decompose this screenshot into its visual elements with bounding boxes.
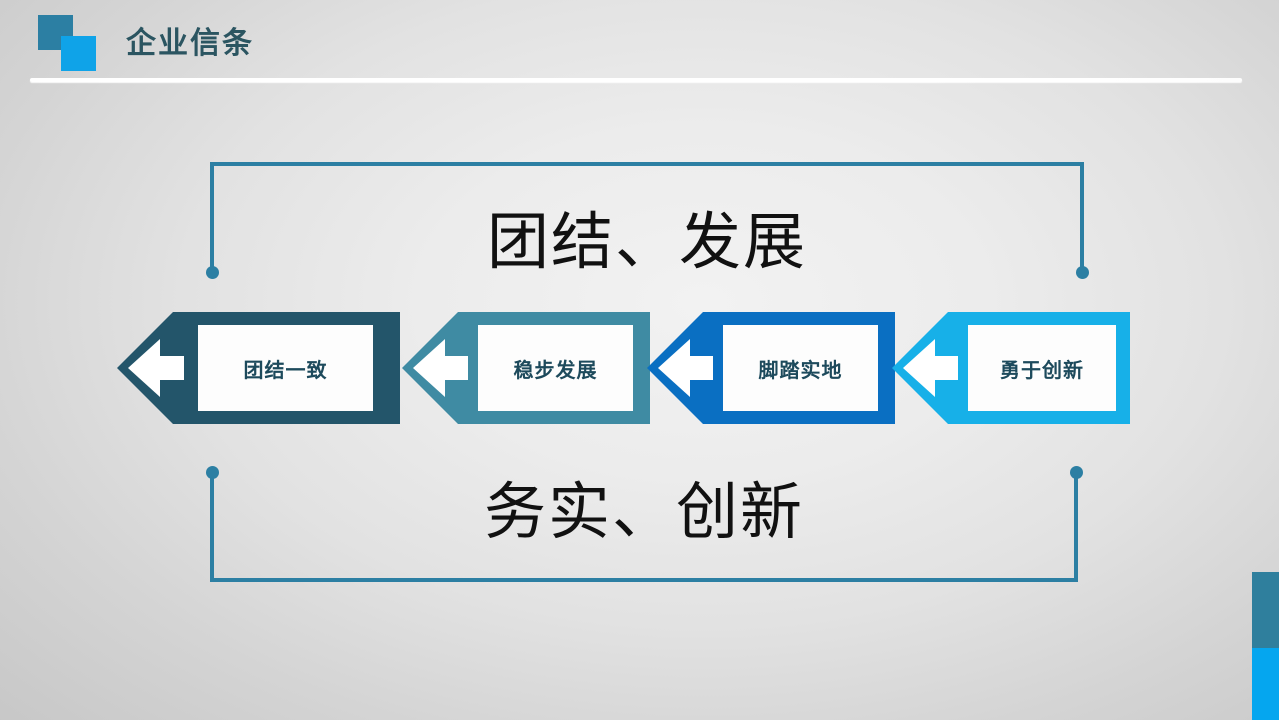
bracket-bottom-horizontal-line xyxy=(210,578,1078,582)
bracket-bottom xyxy=(206,466,1083,582)
slide-header: 企业信条 xyxy=(0,0,1279,92)
header-divider xyxy=(30,78,1242,82)
chain-arrow-2[interactable]: 稳步发展 xyxy=(400,312,650,424)
chain-arrow-1-shape xyxy=(117,312,400,424)
slogan-bottom: 务实、创新 xyxy=(483,475,804,548)
bracket-top-horizontal-line xyxy=(210,162,1084,166)
chain-arrow-4-shape xyxy=(892,312,1130,424)
corner-accent-top-block xyxy=(1252,572,1279,648)
chain-arrow-2-label: 稳步发展 xyxy=(513,359,598,382)
chain-arrow-2-shape xyxy=(402,312,650,424)
chain-arrow-4[interactable]: 勇于创新 xyxy=(890,312,1130,424)
bracket-bottom-right-leg xyxy=(1074,472,1078,582)
bracket-top-right-leg xyxy=(1080,162,1084,272)
chain-arrow-3-label: 脚踏实地 xyxy=(758,359,843,382)
header-square-light-icon xyxy=(61,36,96,71)
chain-arrow-4-label: 勇于创新 xyxy=(1000,359,1084,382)
arrow-chain: 团结一致 稳步发展 脚踏实地 xyxy=(0,312,1279,424)
bracket-bottom-right-dot xyxy=(1070,466,1083,479)
bracket-top-left-leg xyxy=(210,162,214,272)
bracket-bottom-left-dot xyxy=(206,466,219,479)
chain-arrow-1-label: 团结一致 xyxy=(243,359,328,382)
chain-arrow-3[interactable]: 脚踏实地 xyxy=(645,312,895,424)
bracket-top-left-dot xyxy=(206,266,219,279)
bracket-bottom-left-leg xyxy=(210,472,214,582)
bracket-top xyxy=(206,162,1089,279)
bracket-top-right-dot xyxy=(1076,266,1089,279)
corner-accent xyxy=(1252,572,1279,720)
chain-arrow-3-shape xyxy=(647,312,895,424)
slogan-top: 团结、发展 xyxy=(486,205,807,278)
corner-accent-bottom-block xyxy=(1252,648,1279,720)
page-title: 企业信条 xyxy=(126,27,254,60)
chain-arrow-1[interactable]: 团结一致 xyxy=(110,312,400,424)
